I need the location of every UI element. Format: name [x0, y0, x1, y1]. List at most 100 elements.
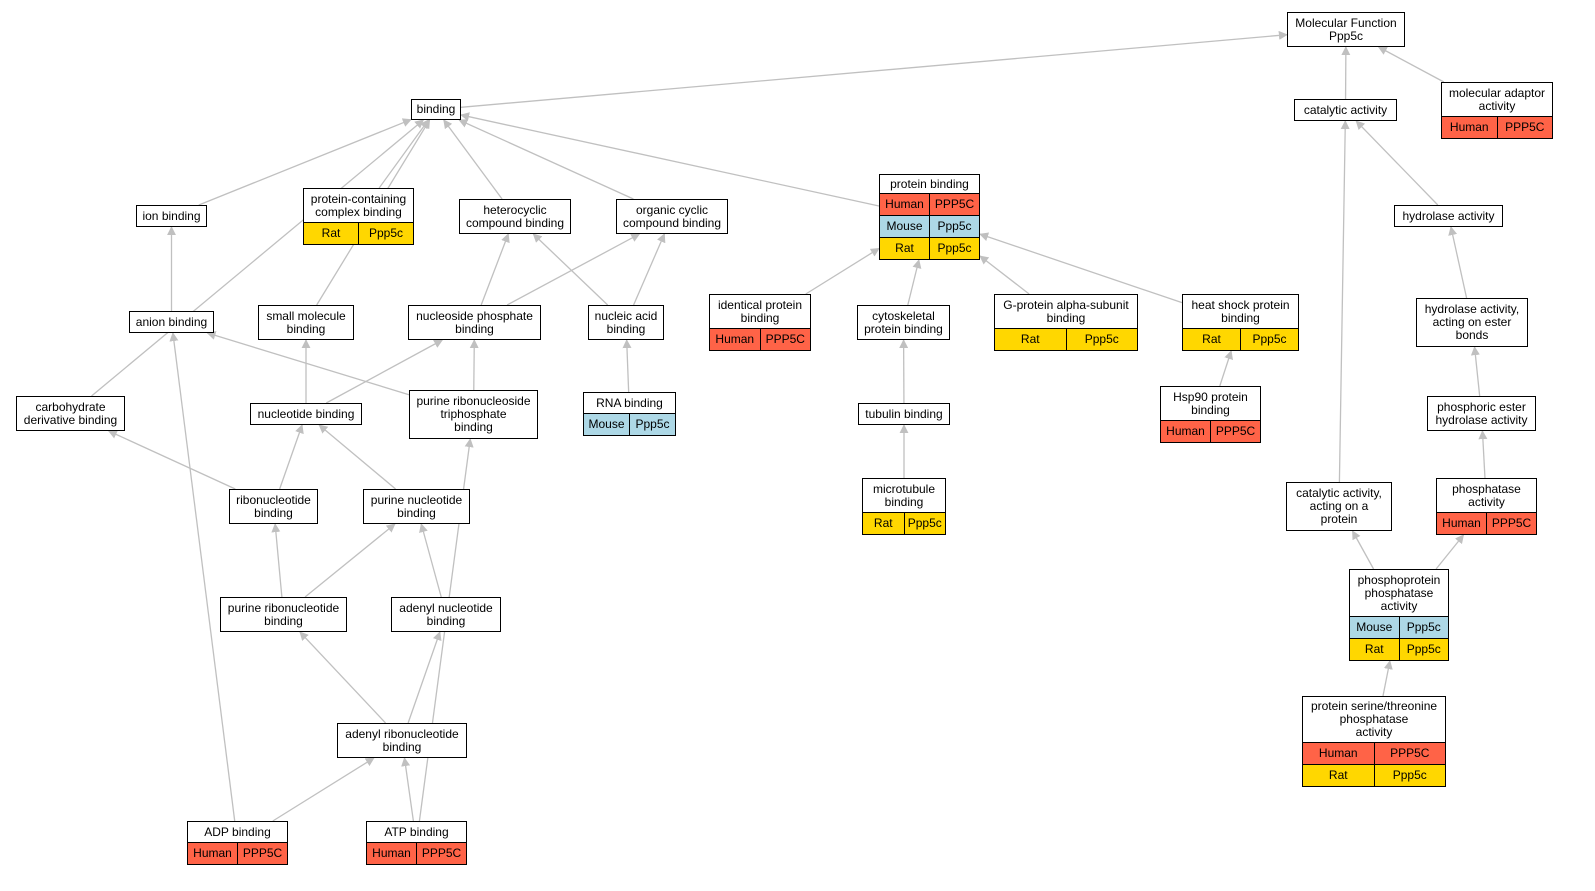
edge-purineribo-to-ribonuc — [271, 523, 283, 598]
node-nucleotide[interactable]: nucleotide binding — [250, 403, 362, 425]
node-label: protein serine/threonine phosphatase act… — [1310, 699, 1438, 739]
node-phosester[interactable]: phosphoric ester hydrolase activity — [1427, 396, 1536, 431]
node-ion[interactable]: ion binding — [136, 205, 207, 227]
node-adenylribo[interactable]: adenyl ribonucleotide binding — [337, 723, 467, 758]
edge-adp-to-adenylribo — [272, 757, 375, 822]
gene-cell: Ppp5c — [1398, 617, 1449, 638]
edge-ion-to-binding — [198, 118, 412, 206]
node-hydroester[interactable]: hydrolase activity, acting on ester bond… — [1416, 298, 1528, 347]
node-label: heterocyclic compound binding — [465, 202, 565, 230]
edge-nucphos-to-hetero — [480, 233, 510, 306]
species-cell: Rat — [321, 226, 341, 240]
edge-group — [91, 30, 1488, 822]
species-cell: Mouse — [886, 219, 923, 233]
node-catprot[interactable]: catalytic activity, acting on a protein — [1286, 482, 1392, 531]
node-label: ADP binding — [204, 824, 271, 839]
species-cell: Human — [1449, 120, 1489, 134]
species-cell: Rat — [873, 516, 893, 530]
edge-orgcyclic-to-binding — [458, 119, 634, 200]
edge-identical-to-protein — [805, 247, 880, 295]
edge-binding-to-mf — [460, 30, 1288, 108]
edge-heatshock-to-protein — [979, 232, 1183, 304]
edge-ribonuc-to-carbo — [107, 430, 236, 490]
edge-phosphatase-to-phosester — [1478, 430, 1488, 479]
species-cell: Human — [1442, 516, 1481, 530]
node-smallmol[interactable]: small molecule binding — [258, 305, 354, 340]
node-tubulin[interactable]: tubulin binding — [858, 403, 950, 425]
node-anion[interactable]: anion binding — [129, 311, 214, 333]
node-label: nucleoside phosphate binding — [416, 308, 533, 336]
node-label: carbohydrate derivative binding — [23, 399, 118, 427]
edge-rna-to-nucacid — [622, 339, 632, 393]
node-carbo[interactable]: carbohydrate derivative binding — [16, 396, 125, 431]
node-purineribo[interactable]: purine ribonucleotide binding — [220, 597, 347, 632]
node-ribonuc[interactable]: ribonucleotide binding — [229, 489, 318, 524]
node-orgcyclic[interactable]: organic cyclic compound binding — [616, 199, 728, 234]
edge-ribonuc-to-nucleotide — [279, 424, 304, 490]
edge-cytoskel-to-protein — [907, 259, 922, 306]
gene-cell: Ppp5c — [629, 414, 675, 435]
node-adenylnuc[interactable]: adenyl nucleotide binding — [391, 597, 501, 632]
node-mf[interactable]: Molecular Function Ppp5c — [1287, 12, 1405, 47]
gene-cell: Ppp5c — [903, 513, 946, 534]
edge-hsp90-to-heatshock — [1219, 350, 1233, 387]
edge-adenylribo-to-purineribo — [299, 631, 387, 724]
node-purinetri[interactable]: purine ribonucleoside triphosphate bindi… — [409, 390, 538, 439]
gene-cell: PPP5C — [237, 843, 287, 864]
node-label: nucleic acid binding — [594, 308, 658, 336]
node-label: anion binding — [135, 314, 208, 329]
node-label: purine ribonucleoside triphosphate bindi… — [416, 394, 531, 434]
annotation-row: Rat Ppp5c — [304, 222, 413, 244]
node-nucacid[interactable]: nucleic acid binding — [588, 305, 664, 340]
node-hydrolase[interactable]: hydrolase activity — [1394, 205, 1503, 227]
species-cell: Human — [372, 846, 411, 860]
edge-phosester-to-hydroester — [1470, 346, 1481, 397]
species-cell: Rat — [895, 241, 914, 255]
species-cell: Human — [1166, 424, 1205, 438]
node-label: ATP binding — [384, 824, 449, 839]
node-label: RNA binding — [596, 395, 663, 410]
gene-cell: Ppp5c — [1240, 329, 1298, 350]
edge-purinetri-to-nucphos — [469, 339, 479, 391]
node-hetero[interactable]: heterocyclic compound binding — [459, 199, 571, 234]
node-nucphos[interactable]: nucleoside phosphate binding — [408, 305, 541, 340]
node-binding[interactable]: binding — [411, 99, 461, 120]
gene-cell: PPP5C — [929, 194, 979, 215]
node-serthr[interactable]: protein serine/threonine phosphatase act… — [1302, 696, 1446, 787]
edge-adp-to-anion — [169, 332, 236, 822]
gene-cell: Ppp5c — [1373, 765, 1446, 786]
node-purinenuc[interactable]: purine nucleotide binding — [363, 489, 470, 524]
edge-nucacid-to-orgcyclic — [632, 233, 666, 306]
node-label: heat shock protein binding — [1191, 297, 1290, 325]
node-label: Hsp90 protein binding — [1173, 389, 1248, 417]
node-label: ribonucleotide binding — [236, 492, 311, 520]
node-cytoskel[interactable]: cytoskeletal protein binding — [857, 305, 950, 340]
edge-hydrolase-to-catalytic — [1355, 120, 1439, 206]
edge-hetero-to-binding — [443, 119, 503, 200]
edge-adenylribo-to-adenylnuc — [407, 631, 442, 724]
node-catalytic[interactable]: catalytic activity — [1294, 99, 1397, 121]
gene-cell: Ppp5c — [358, 223, 413, 244]
edge-phosphoprot-to-catprot — [1351, 530, 1375, 570]
